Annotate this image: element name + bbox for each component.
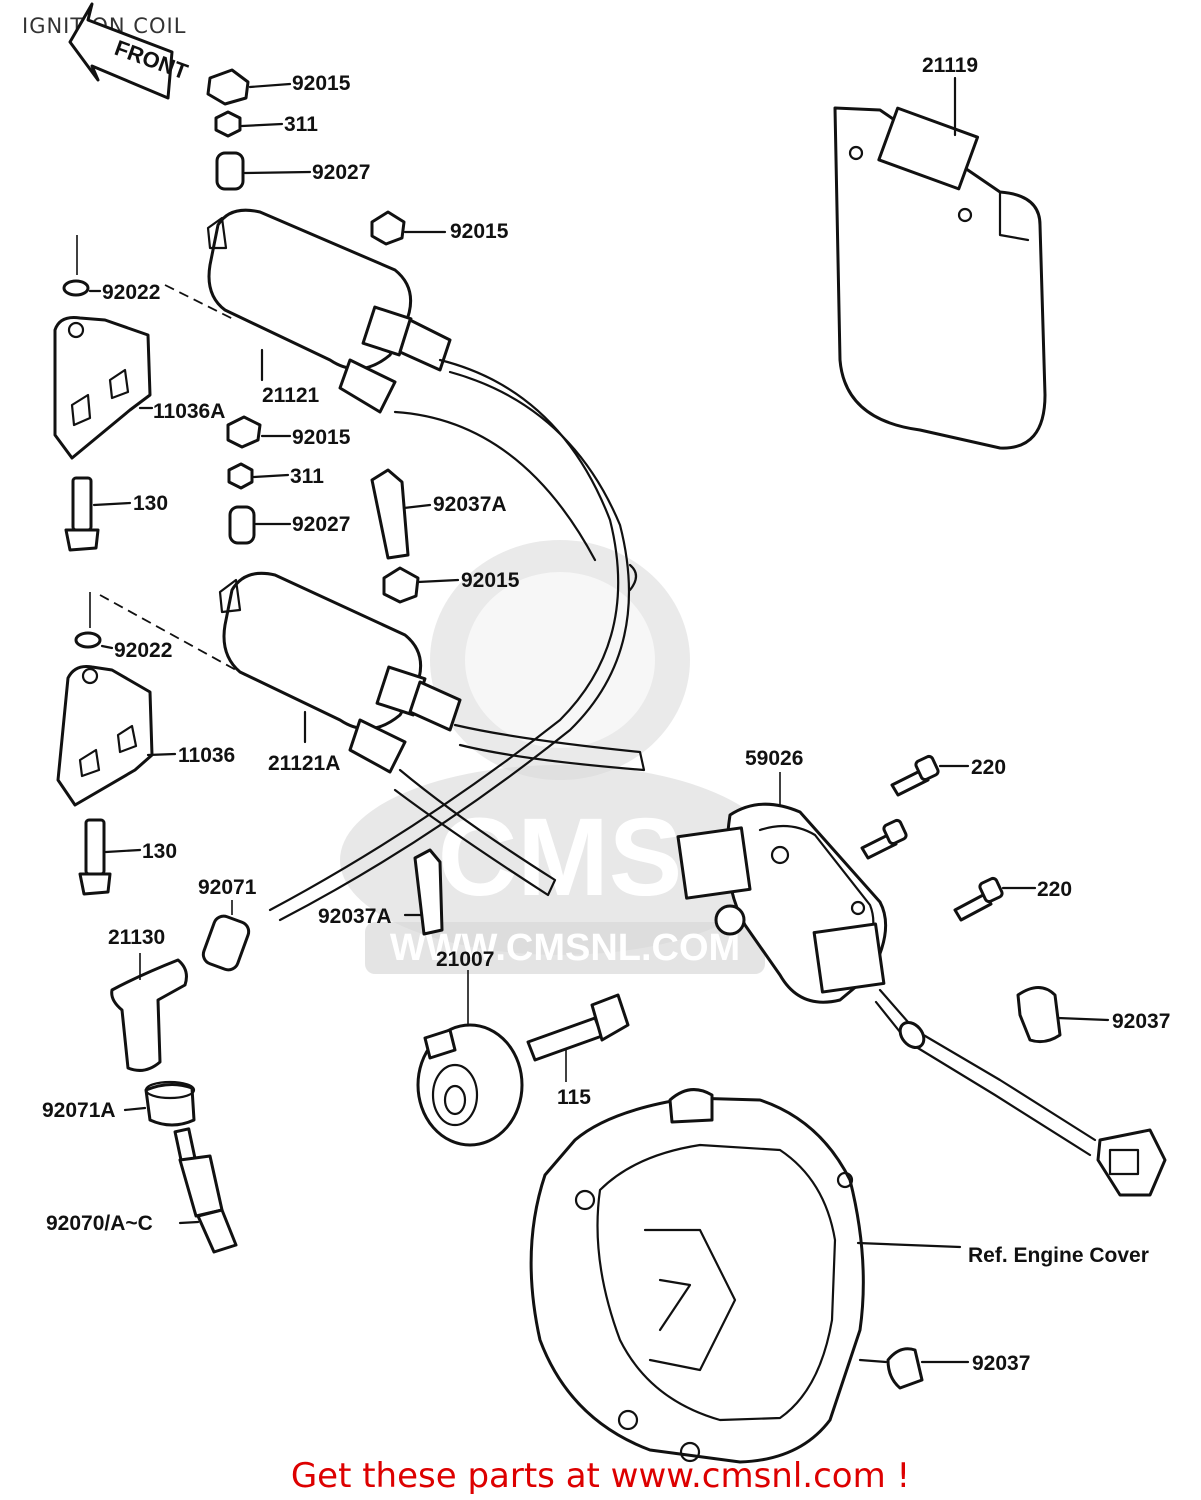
washer-92022-lower <box>74 592 114 650</box>
label-92037-a: 92037 <box>1112 1010 1170 1033</box>
pickup-coil-59026 <box>676 772 888 1004</box>
label-220-b: 220 <box>1037 878 1072 901</box>
nut-92015-middle <box>226 415 292 449</box>
watermark: CMS WWW.CMSNL.COM <box>340 540 780 974</box>
engine-cover-ref <box>529 1088 962 1464</box>
label-92037-b: 92037 <box>972 1352 1030 1375</box>
label-92037A-a: 92037A <box>433 493 507 516</box>
clamp-92037A-upper <box>370 468 432 560</box>
washer-92022-upper <box>62 235 102 297</box>
label-21130: 21130 <box>108 926 165 949</box>
label-92070: 92070/A~C <box>46 1212 153 1235</box>
ignition-coil-21121 <box>206 208 452 414</box>
label-92071: 92071 <box>198 876 257 899</box>
igniter-unit-21119 <box>833 76 1047 450</box>
cap-92071 <box>201 900 251 972</box>
label-21121A: 21121A <box>268 752 340 775</box>
front-arrow: FRONT <box>68 2 192 100</box>
collar-92027-top <box>215 151 312 191</box>
label-59026: 59026 <box>745 747 803 770</box>
label-ref-engine-cover: Ref. Engine Cover <box>968 1244 1149 1267</box>
high-tension-leads <box>268 358 646 922</box>
ignition-coil-21121A <box>218 571 462 774</box>
clamp-92037A-lower <box>403 848 444 936</box>
label-11036A: 11036A <box>153 400 225 423</box>
bracket-11036A <box>53 316 154 460</box>
label-311-a: 311 <box>284 113 318 136</box>
footer-link-text[interactable]: Get these parts at www.cmsnl.com ! <box>290 1456 911 1496</box>
plug-cap-21130 <box>110 953 188 1072</box>
bolt-130-lower <box>78 818 142 896</box>
nut-92015-top <box>206 68 292 106</box>
screw-220-upper <box>890 754 970 797</box>
guide-line-lower <box>99 594 246 676</box>
label-92015-c: 92015 <box>292 426 351 449</box>
label-21121: 21121 <box>262 384 320 407</box>
label-130-b: 130 <box>142 840 177 863</box>
screw-220-lower <box>953 876 1037 922</box>
screw-220-middle <box>860 818 908 860</box>
guide-line-upper <box>164 284 236 321</box>
nut-311-top <box>214 110 284 138</box>
label-311-b: 311 <box>290 465 324 488</box>
label-92027-a: 92027 <box>312 161 370 184</box>
label-92015-b: 92015 <box>450 220 509 243</box>
collar-92027-middle <box>228 505 292 545</box>
watermark-url: WWW.CMSNL.COM <box>390 927 740 969</box>
spark-plug-92070 <box>173 1127 238 1254</box>
label-92037A-b: 92037A <box>318 905 392 928</box>
watermark-logo-text: CMS <box>438 796 682 919</box>
timing-rotor-21007 <box>416 970 524 1147</box>
ring-92071A <box>123 1080 196 1127</box>
label-220-a: 220 <box>971 756 1006 779</box>
label-21119: 21119 <box>922 54 978 77</box>
label-92071A: 92071A <box>42 1099 116 1122</box>
label-92022-a: 92022 <box>102 281 160 304</box>
nut-92015-coil-lower <box>382 566 460 604</box>
label-11036: 11036 <box>178 744 235 767</box>
label-92015-d: 92015 <box>461 569 520 592</box>
label-92022-b: 92022 <box>114 639 172 662</box>
pickup-lead-connector <box>874 988 1167 1197</box>
bracket-11036 <box>56 665 177 807</box>
label-130-a: 130 <box>133 492 168 515</box>
nut-92015-coil-upper <box>370 210 447 246</box>
clamp-92037-lower <box>858 1347 970 1390</box>
label-92027-b: 92027 <box>292 513 350 536</box>
label-115: 115 <box>557 1086 591 1109</box>
bolt-115 <box>526 993 630 1082</box>
nut-311-middle <box>227 462 290 490</box>
label-92015-a: 92015 <box>292 72 351 95</box>
clamp-92037-upper <box>1016 986 1110 1044</box>
bolt-130-upper <box>64 476 132 552</box>
label-21007: 21007 <box>436 948 494 971</box>
